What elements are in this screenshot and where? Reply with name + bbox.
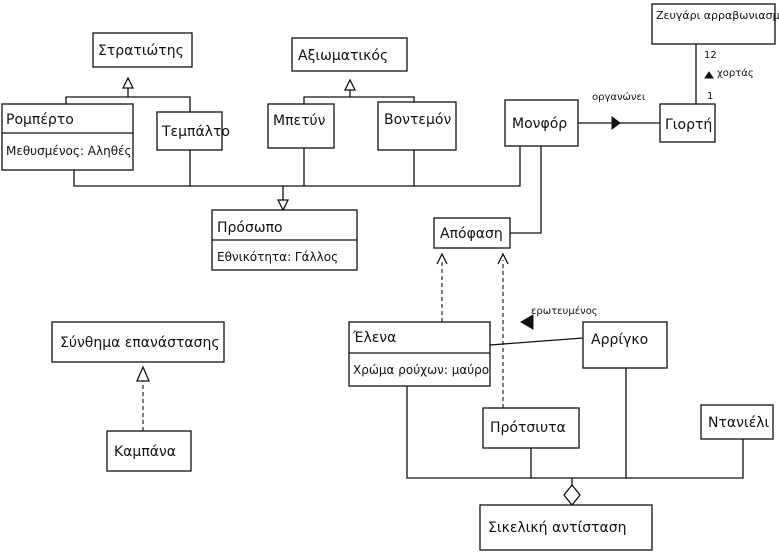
class-attribute: Μεθυσμένος: Αληθές [6, 144, 132, 158]
class-giorti: Γιορτή [659, 103, 716, 143]
class-name: Απόφαση [440, 226, 503, 242]
class-name: Σύνθημα επανάστασης [60, 335, 220, 351]
dep-elena-apofasi-head [436, 252, 448, 265]
class-name: Στρατιώτης [98, 43, 184, 59]
dep-protsiuta-apofasi-head [497, 252, 509, 265]
assoc-mult-12: 12 [704, 50, 717, 61]
assoc-label-erotevmenos: ερωτευμένος [531, 305, 598, 317]
class-name: Γιορτή [665, 117, 712, 133]
gen-arrow-stratiotis [121, 76, 135, 89]
class-protsiuta: Πρότσιυτα [482, 407, 580, 449]
class-roberto: Ρομπέρτο Μεθυσμένος: Αληθές [1, 103, 134, 171]
class-name: Μπετύν [273, 113, 326, 129]
class-kampana: Καμπάνα [106, 430, 192, 472]
gen-line-prosopo [73, 146, 521, 200]
class-monfor: Μονφόρ [504, 99, 579, 147]
gen-arrow-prosopo [276, 199, 290, 212]
arrow-organonei [611, 116, 621, 130]
class-name: Αρρίγκο [591, 332, 648, 348]
gen-line-axiomatikos [303, 90, 415, 104]
class-sikeliki: Σικελική αντίσταση [479, 504, 653, 551]
class-tempalto: Τεμπάλτο [156, 111, 230, 151]
class-name: Έλενα [352, 330, 396, 346]
aggregation-diamond [563, 483, 581, 507]
class-name: Σικελική αντίσταση [488, 520, 627, 536]
class-name: Ντανιέλι [708, 415, 770, 431]
gen-arrow-axiomatikos [343, 78, 357, 91]
class-name-text: Ζευγάρι αρραβωνιασμένων [656, 9, 779, 22]
class-name: Τεμπάλτο [161, 124, 230, 140]
class-attribute: Εθνικότητα: Γάλλος [217, 250, 338, 264]
class-name: Ρομπέρτο [6, 112, 74, 128]
class-prosopo: Πρόσωπο Εθνικότητα: Γάλλος [211, 209, 358, 271]
class-axiomatikos: Αξιωματικός [291, 37, 408, 72]
class-stratiotis: Στρατιώτης [92, 32, 193, 68]
class-mpetun: Μπετύν [267, 103, 335, 149]
class-ntanieli: Ντανιέλι [700, 404, 774, 440]
line-arrigko-elena [489, 337, 584, 346]
assoc-mult-1: 1 [707, 91, 713, 102]
assoc-label-organonei: οργανώνει [592, 91, 646, 103]
class-name: Αξιωματικός [298, 48, 388, 64]
class-name: Καμπάνα [114, 444, 176, 460]
class-name: Ζευγάρι αρραβωνιασμένων [656, 9, 779, 22]
class-name: Μονφόρ [512, 116, 567, 132]
arrow-erotevmenos [520, 314, 534, 330]
real-arrow-synthima [136, 365, 150, 382]
class-arrigko: Αρρίγκο [582, 321, 668, 369]
assoc-label-chortas: χορτάς [717, 67, 754, 79]
class-elena: Έλενα Χρώμα ρούχων: μαύρο [348, 321, 491, 387]
class-name: Βοντεμόν [384, 112, 451, 128]
class-vontemon: Βοντεμόν [377, 101, 457, 151]
arrow-chortas [704, 71, 714, 79]
class-name: Πρόσωπο [217, 220, 283, 236]
line-monfor-apofasi [510, 146, 542, 234]
class-name: Πρότσιυτα [490, 420, 566, 436]
connectors [65, 44, 744, 507]
gen-line-stratiotis [65, 88, 191, 112]
class-synthima: Σύνθημα επανάστασης [51, 321, 225, 363]
class-zeugari: Ζευγάρι αρραβωνιασμένων [651, 3, 779, 45]
class-attribute: Χρώμα ρούχων: μαύρο [353, 363, 489, 377]
aggregation-lines [406, 368, 744, 485]
class-apofasi: Απόφαση [433, 217, 511, 249]
